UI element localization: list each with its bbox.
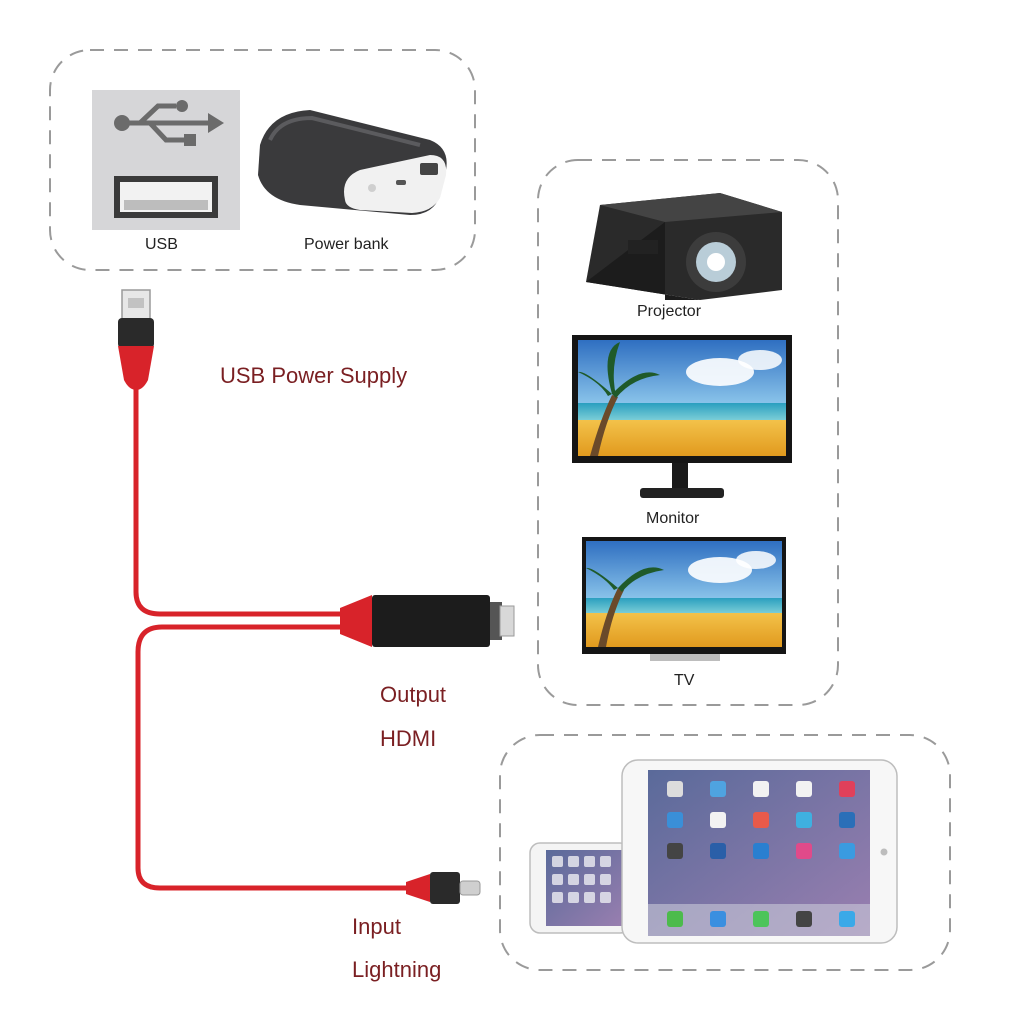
input-label: Input [352,914,401,939]
monitor-label: Monitor [646,510,700,527]
projector-label: Projector [637,303,702,320]
displays-box [537,159,839,706]
iphone-icon [529,842,631,934]
ipad-icon [621,759,898,944]
usb-power-supply-label: USB Power Supply [220,363,408,388]
tv-icon [582,537,786,661]
lightning-connector [406,872,481,904]
power-bank-icon [258,110,447,215]
usb-connector [118,289,154,390]
sources-box [49,49,476,271]
usb-label: USB [145,236,178,253]
projector-icon [586,193,782,300]
lightning-label: Lightning [352,957,442,982]
monitor-icon [572,335,792,498]
usb-port-icon [92,90,240,230]
output-label: Output [380,682,447,707]
tv-label: TV [674,672,695,689]
hdmi-connector [340,595,515,647]
hdmi-label: HDMI [380,726,437,751]
power-bank-label: Power bank [304,236,389,253]
devices-box [499,734,951,971]
adapter-cable [118,289,515,904]
